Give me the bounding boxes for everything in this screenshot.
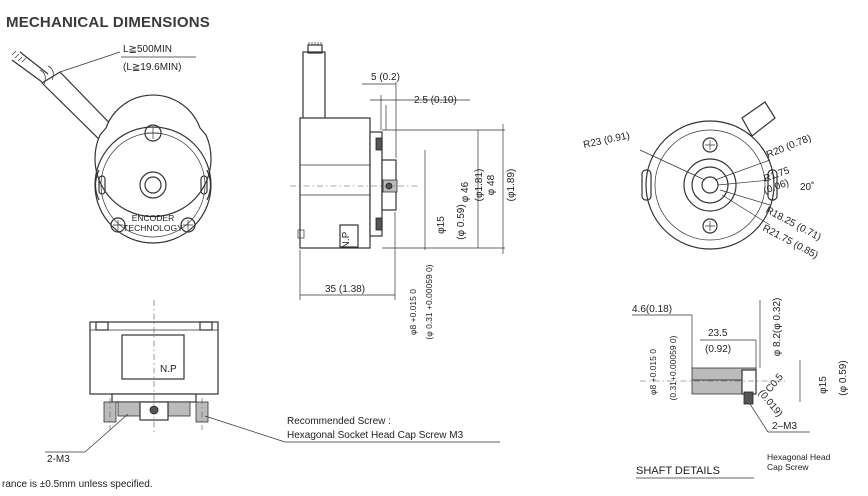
dim-48: φ 48 (486, 174, 497, 195)
shaft-dim-092: (0.92) (705, 344, 731, 355)
screw-right (180, 217, 196, 233)
dim-35: 35 (1.38) (325, 284, 365, 295)
rear-angle: 20˚ (800, 181, 814, 193)
shaft-detail-tolerance: φ8 +0.015 0 (648, 349, 658, 395)
shaft-m3-label: 2–M3 (772, 421, 797, 432)
cable-gland (302, 51, 326, 127)
dim-46: φ 46 (460, 181, 471, 202)
shaft-tolerance: φ8 +0.015 0 (408, 289, 418, 335)
recommended-screw-line1: Recommended Screw : (287, 416, 391, 427)
rear-r23: R23 (0.91) (582, 130, 631, 151)
recommended-screw-line2: Hexagonal Socket Head Cap Screw M3 (287, 430, 464, 441)
side-view: N.P 5 (0.2) 2.5 (0.10) φ 46 (φ1.81) φ 48… (290, 42, 517, 340)
shaft-note-line1: Hexagonal Head (767, 452, 831, 462)
shaft-dim-82: φ 8.2(φ 0.32) (772, 298, 783, 357)
front-view: L≧500MIN (L≧19.6MIN) ENCODER TECHNOLOGY (11, 44, 212, 244)
shaft-details-title: SHAFT DETAILS (636, 465, 720, 477)
logo-line1: ENCODER (132, 213, 175, 223)
cable-length-in: (L≧19.6MIN) (123, 62, 181, 73)
side-np-label: N.P (341, 231, 352, 248)
shaft-note-line2: Cap Screw (767, 462, 809, 472)
screw-left (110, 217, 126, 233)
dim-15: φ15 (436, 216, 447, 234)
rear-housing (645, 120, 775, 250)
screw-top (144, 124, 162, 142)
page-title: MECHANICAL DIMENSIONS (6, 14, 210, 31)
shaft-dim-235: 23.5 (708, 328, 728, 339)
cable-wires (11, 51, 49, 83)
rear-view: R23 (0.91) R20 (0.78) R1.75 (0.06) 20˚ R… (582, 101, 823, 261)
bottom-m3-label: 2-M3 (47, 454, 70, 465)
dim-2-5: 2.5 (0.10) (414, 95, 457, 106)
bottom-view: N.P 2-M3 Recommended Screw : Hexagonal S… (45, 300, 500, 465)
shaft-detail-tolerance-in: (0.31+0.00059 0) (668, 335, 678, 400)
shaft-details: 4.6(0.18) 23.5 (0.92) φ 8.2(φ 0.32) φ15 … (632, 298, 849, 479)
shaft-dim-15: φ15 (818, 376, 829, 394)
dim-059: (φ 0.59) (456, 204, 467, 239)
shaft-dim-46: 4.6(0.18) (632, 304, 672, 315)
bottom-np-label: N.P (160, 364, 177, 375)
shaft-dim-059: (φ 0.59) (838, 360, 849, 395)
side-body (299, 117, 371, 249)
tolerance-note: rance is ±0.5mm unless specified. (2, 479, 153, 490)
rear-r20: R20 (0.78) (765, 133, 813, 161)
dim-5: 5 (0.2) (371, 72, 400, 83)
rear-cable (741, 101, 776, 137)
dim-181: (φ1.81) (474, 169, 485, 202)
shaft-boss (139, 171, 167, 199)
dim-189: (φ1.89) (506, 169, 517, 202)
cable-leader (59, 51, 121, 73)
shaft-tolerance-in: (φ 0.31 +0.00059 0) (424, 264, 434, 339)
logo-line2: TECHNOLOGY (123, 223, 183, 233)
cable-length-mm: L≧500MIN (123, 44, 172, 55)
